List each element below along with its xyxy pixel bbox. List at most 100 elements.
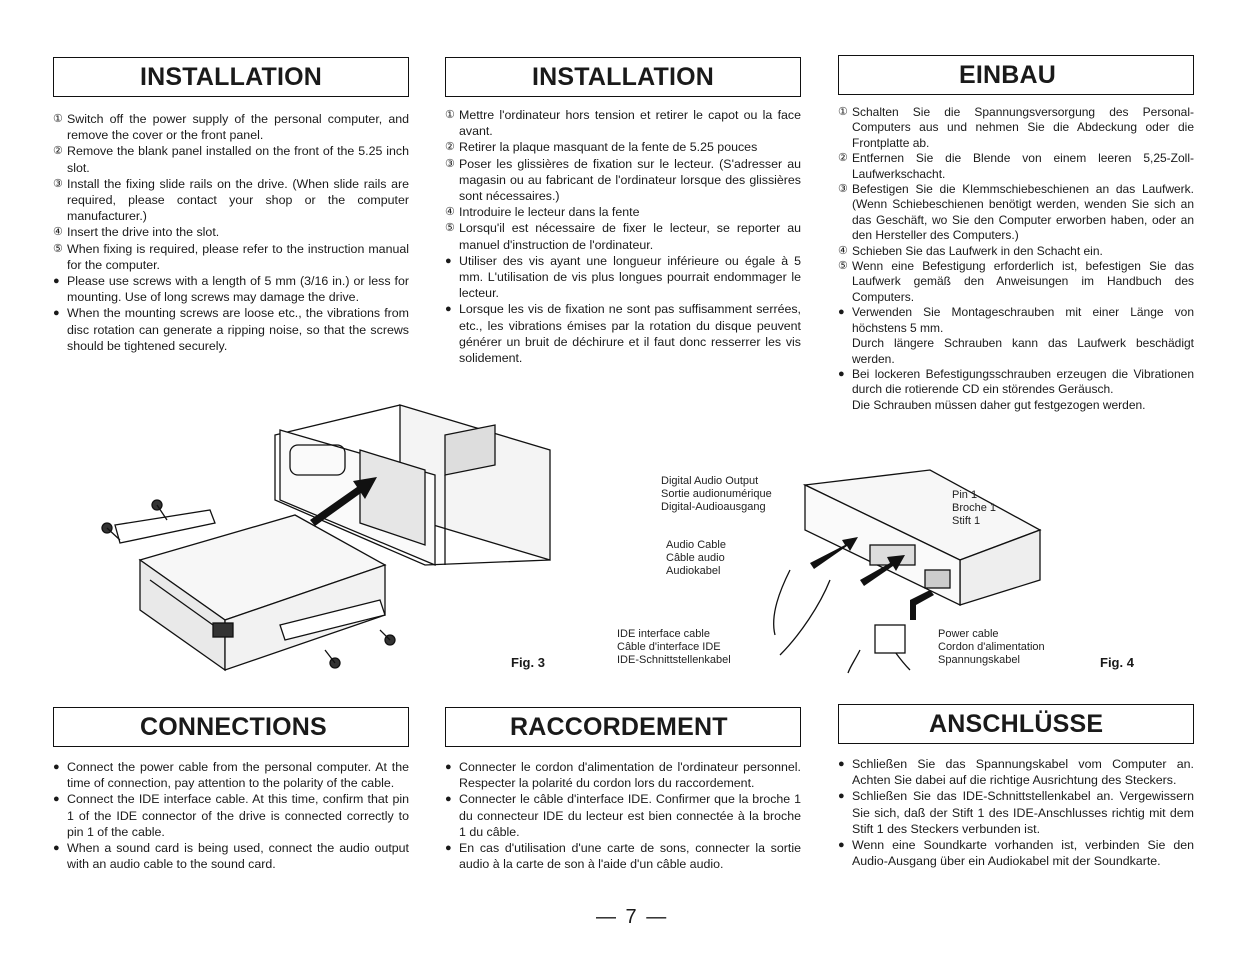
item-text: Schalten Sie die Spannungsversorgung des…	[852, 105, 1194, 150]
item-text: Durch längere Schrauben kann das Laufwer…	[852, 336, 1194, 366]
list-item: ● Verwenden Sie Montageschrauben mit eine…	[838, 305, 1194, 336]
label-audio-cable: Audio Cable Câble audio Audiokabel	[666, 539, 726, 577]
step-number: ③	[53, 177, 63, 190]
list-item: ● Connecter le cordon d'alimentation de l…	[445, 759, 801, 791]
item-text: Utiliser des vis ayant une longueur infé…	[459, 253, 801, 301]
steps-list: ● Schließen Sie das Spannungskabel vom Co…	[838, 756, 1194, 869]
item-text: Install the fixing slide rails on the dr…	[67, 176, 409, 224]
bullet-icon: ●	[445, 761, 452, 773]
item-text: Lorsque les vis de fixation ne sont pas …	[459, 302, 801, 366]
item-text: Wenn eine Soundkarte vorhanden ist, verb…	[852, 838, 1194, 869]
item-text: Mettre l'ordinateur hors tension et reti…	[459, 108, 801, 139]
section-anschluesse-de: ANSCHLÜSSE ● Schließen Sie das Spannungsk…	[838, 704, 1194, 869]
step-number: ①	[838, 106, 848, 118]
bullet-icon: ●	[53, 842, 60, 855]
list-item: ③ Befestigen Sie die Klemmschiebeschienen…	[838, 182, 1194, 244]
item-text: Die Schrauben müssen daher gut festgezog…	[852, 397, 1146, 412]
item-text: When fixing is required, please refer to…	[67, 241, 409, 272]
step-number: ④	[445, 206, 455, 219]
section-title: CONNECTIONS	[53, 707, 409, 747]
item-text: Befestigen Sie die Klemmschiebeschienen …	[852, 182, 1194, 243]
list-item: Durch längere Schrauben kann das Laufwer…	[838, 336, 1194, 367]
fig4-label: Fig. 4	[1100, 655, 1134, 670]
item-text: When a sound card is being used, connect…	[67, 841, 409, 872]
item-text: Switch off the power supply of the perso…	[67, 112, 409, 143]
item-text: En cas d'utilisation d'une carte de sons…	[459, 841, 801, 872]
section-title: EINBAU	[838, 55, 1194, 95]
list-item: ③ Install the fixing slide rails on the d…	[53, 176, 409, 225]
item-text: Connecter le câble d'interface IDE. Conf…	[459, 792, 801, 839]
item-text: Schieben Sie das Laufwerk in den Schacht…	[852, 243, 1103, 258]
label-pin1: Pin 1 Broche 1 Stift 1	[952, 489, 997, 527]
list-item: ●Bei lockeren Befestigungsschrauben erze…	[838, 367, 1194, 398]
step-number: ①	[53, 113, 63, 125]
item-text: Wenn eine Befestigung erforderlich ist, …	[852, 259, 1194, 304]
item-text: Connect the power cable from the persona…	[67, 760, 409, 791]
item-text: Lorsqu'il est nécessaire de fixer le lec…	[459, 221, 801, 252]
item-text: Insert the drive into the slot.	[67, 225, 220, 240]
page-number: — 7 —	[596, 906, 669, 928]
audio-arrow	[810, 537, 858, 569]
item-text: Schließen Sie das Spannungskabel vom Com…	[852, 757, 1194, 788]
fig4-connections-illustration	[773, 469, 1042, 674]
list-item: ● When the mounting screws are loose etc.…	[53, 305, 409, 354]
bullet-icon: ●	[838, 306, 845, 319]
section-title: ANSCHLÜSSE	[838, 704, 1194, 744]
bullet-icon: ●	[838, 839, 845, 852]
list-item: ⑤ When fixing is required, please refer t…	[53, 241, 409, 273]
item-text: Remove the blank panel installed on the …	[67, 144, 409, 175]
bullet-icon: ●	[53, 793, 60, 806]
insert-arrow	[310, 477, 377, 526]
section-title: INSTALLATION	[445, 57, 801, 97]
section-title: INSTALLATION	[53, 57, 409, 97]
list-item: ●Connect the IDE interface cable. At thi…	[53, 791, 409, 840]
label-digital-audio-output: Digital Audio Output Sortie audionumériq…	[661, 475, 772, 513]
list-item: ● Lorsque les vis de fixation ne sont pas…	[445, 301, 801, 366]
item-text: Please use screws with a length of 5 mm …	[67, 274, 409, 305]
step-number: ②	[445, 141, 455, 154]
list-item: ●Schließen Sie das IDE-Schnittstellenkab…	[838, 788, 1194, 837]
bullet-icon: ●	[53, 275, 60, 288]
label-ide-cable: IDE interface cable Câble d'interface ID…	[617, 628, 731, 666]
list-item: ●Connect the power cable from the person…	[53, 759, 409, 791]
bullet-icon: ●	[445, 254, 452, 267]
steps-list: ① Switch off the power supply of the pers…	[53, 111, 409, 354]
step-number: ⑤	[53, 242, 63, 255]
section-einbau-de: EINBAU ① Schalten Sie die Spannungsversor…	[838, 55, 1194, 413]
list-item: ④ Schieben Sie das Laufwerk in den Schach…	[838, 244, 1194, 259]
step-number: ④	[838, 244, 848, 257]
step-number: ①	[445, 109, 455, 121]
step-number: ②	[53, 145, 63, 158]
list-item: ● Utiliser des vis ayant une longueur inf…	[445, 253, 801, 302]
item-text: Retirer la plaque masquant de la fente d…	[459, 140, 758, 155]
list-item: ●En cas d'utilisation d'une carte de son…	[445, 840, 801, 872]
item-text: Schließen Sie das IDE-Schnittstellenkabe…	[852, 789, 1194, 836]
bullet-icon: ●	[445, 303, 452, 316]
steps-list: ● Connecter le cordon d'alimentation de l…	[445, 759, 801, 872]
item-text: Verwenden Sie Montageschrauben mit einer…	[852, 305, 1194, 335]
section-installation-fr: INSTALLATION ① Mettre l'ordinateur hors t…	[445, 57, 801, 366]
fig3-drive-installation-illustration	[101, 404, 551, 672]
item-text: Introduire le lecteur dans la fente	[459, 205, 640, 220]
list-item: ④ Introduire le lecteur dans la fente	[445, 204, 801, 220]
step-number: ⑤	[445, 222, 455, 235]
section-title: RACCORDEMENT	[445, 707, 801, 747]
power-arrow	[910, 590, 934, 620]
item-text: When the mounting screws are loose etc.,…	[67, 306, 409, 353]
item-text: Entfernen Sie die Blende von einem leere…	[852, 151, 1194, 181]
item-text: Connecter le cordon d'alimentation de l'…	[459, 760, 801, 791]
bullet-icon: ●	[445, 793, 452, 806]
ide-arrow	[860, 555, 905, 586]
list-item: ⑤ Lorsqu'il est nécessaire de fixer le le…	[445, 220, 801, 252]
list-item: ④ Insert the drive into the slot.	[53, 224, 409, 240]
list-item: ● Wenn eine Soundkarte vorhanden ist, ver…	[838, 837, 1194, 869]
steps-list: ● Connect the power cable from the person…	[53, 759, 409, 872]
section-installation-en: INSTALLATION ① Switch off the power suppl…	[53, 57, 409, 354]
list-item: ● Connecter le câble d'interface IDE. Con…	[445, 791, 801, 840]
item-text: Bei lockeren Befestigungsschrauben erzeu…	[852, 366, 1194, 397]
bullet-icon: ●	[53, 307, 60, 320]
step-number: ④	[53, 226, 63, 239]
list-item: ② Remove the blank panel installed on the…	[53, 143, 409, 175]
step-number: ③	[838, 183, 848, 196]
